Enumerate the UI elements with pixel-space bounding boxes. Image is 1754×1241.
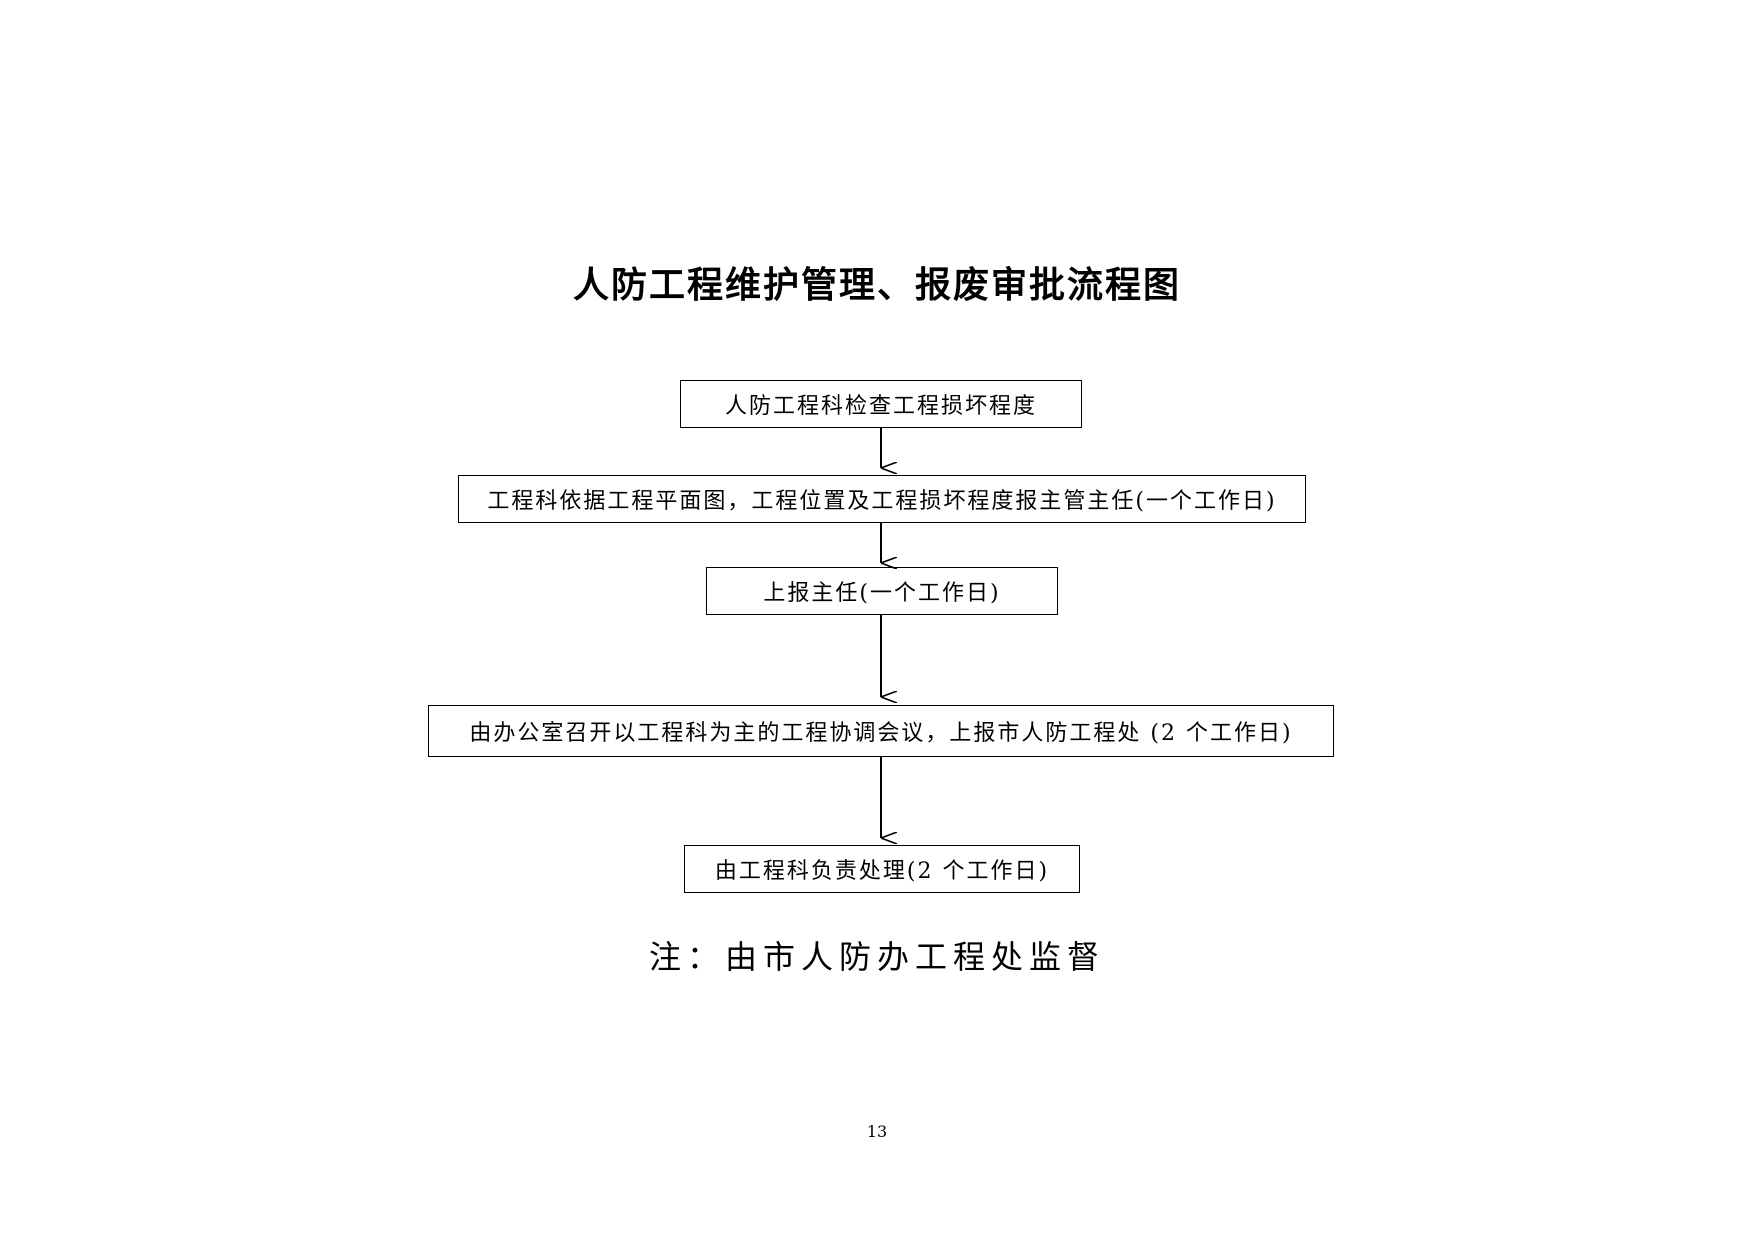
flow-step-handle: 由工程科负责处理(2 个工作日) bbox=[684, 845, 1080, 893]
flow-step-label: 上报主任(一个工作日) bbox=[763, 581, 1001, 606]
page-title: 人防工程维护管理、报废审批流程图 bbox=[572, 265, 1181, 306]
flow-step-report-director: 上报主任(一个工作日) bbox=[706, 567, 1058, 615]
page-number: 13 bbox=[866, 1122, 888, 1141]
flow-step-inspect-damage: 人防工程科检查工程损坏程度 bbox=[680, 380, 1082, 428]
flow-step-label: 由工程科负责处理(2 个工作日) bbox=[714, 859, 1050, 884]
flow-step-label: 由办公室召开以工程科为主的工程协调会议，上报市人防工程处 (2 个工作日) bbox=[469, 721, 1293, 746]
flow-step-report-supervisor: 工程科依据工程平面图，工程位置及工程损坏程度报主管主任(一个工作日) bbox=[458, 475, 1306, 523]
flow-step-label: 人防工程科检查工程损坏程度 bbox=[724, 394, 1037, 419]
supervision-note: 注：由市人防办工程处监督 bbox=[648, 938, 1105, 976]
flow-step-coordination-meeting: 由办公室召开以工程科为主的工程协调会议，上报市人防工程处 (2 个工作日) bbox=[428, 705, 1334, 757]
flow-step-label: 工程科依据工程平面图，工程位置及工程损坏程度报主管主任(一个工作日) bbox=[487, 489, 1277, 514]
